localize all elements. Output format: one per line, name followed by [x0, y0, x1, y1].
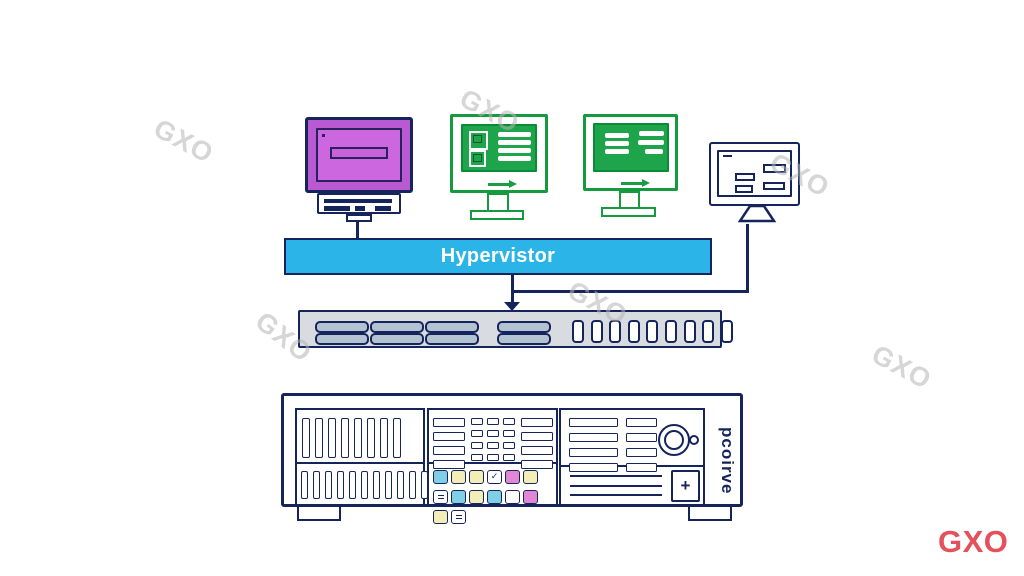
port-row	[572, 320, 733, 343]
vent-slats-bottom	[301, 471, 428, 499]
right-arrow-icon	[488, 183, 510, 186]
right-arrow-icon	[621, 182, 643, 185]
screen-dot	[322, 134, 325, 137]
glyph-button	[433, 490, 448, 504]
monitor-screen	[316, 128, 402, 182]
connector-line	[746, 224, 749, 292]
monitor-stand	[346, 214, 372, 222]
appliance-chassis: ✓	[281, 393, 743, 524]
connector-line	[356, 221, 359, 239]
monitor-body	[450, 114, 548, 193]
monitor-screen	[593, 123, 669, 172]
connector-line	[511, 275, 514, 303]
check-button: ✓	[487, 470, 502, 484]
vent-panel	[295, 408, 428, 506]
right-arrow-head	[509, 180, 517, 188]
display-grid	[433, 418, 553, 469]
hypervisor-label: Hypervistor	[440, 245, 556, 267]
monitor-screen	[717, 150, 792, 197]
knob-inner-ring	[664, 430, 684, 450]
down-arrow-icon	[504, 302, 520, 311]
monitor-stand	[737, 205, 777, 223]
keypad-buttons: ✓	[433, 470, 553, 524]
appliance-side-label: pcoirve	[718, 427, 737, 495]
desktop-unit	[317, 193, 401, 214]
hypervisor-bar: Hypervistor	[284, 238, 712, 275]
monitor-screen	[461, 124, 537, 172]
appliance-foot	[688, 505, 732, 521]
vent-slats-top	[302, 418, 401, 458]
gxo-watermark: GXO	[148, 113, 219, 170]
gxo-watermark: GXO	[866, 339, 937, 396]
file-icon	[469, 150, 486, 167]
window-shape	[735, 185, 753, 193]
glyph-button	[451, 510, 466, 524]
monitor-base	[470, 210, 524, 220]
window-shape	[763, 164, 786, 173]
window-shape	[763, 182, 785, 190]
window-shape	[735, 173, 755, 181]
right-arrow-head	[642, 179, 650, 187]
monitor-body	[709, 142, 800, 206]
dial-panel: +	[559, 408, 705, 506]
file-icon	[469, 131, 488, 150]
gxo-logo: GXO	[938, 524, 1009, 559]
monitor-base	[601, 207, 656, 217]
server-blade-strip	[298, 310, 733, 348]
monitor-body	[305, 117, 413, 193]
control-panel: ✓	[427, 408, 558, 524]
indicator-dot	[689, 435, 699, 445]
plus-button-icon: +	[671, 470, 700, 502]
appliance-foot	[297, 505, 341, 521]
connector-line	[512, 290, 749, 293]
monitor-body	[583, 114, 678, 191]
search-bar-shape	[330, 147, 388, 159]
